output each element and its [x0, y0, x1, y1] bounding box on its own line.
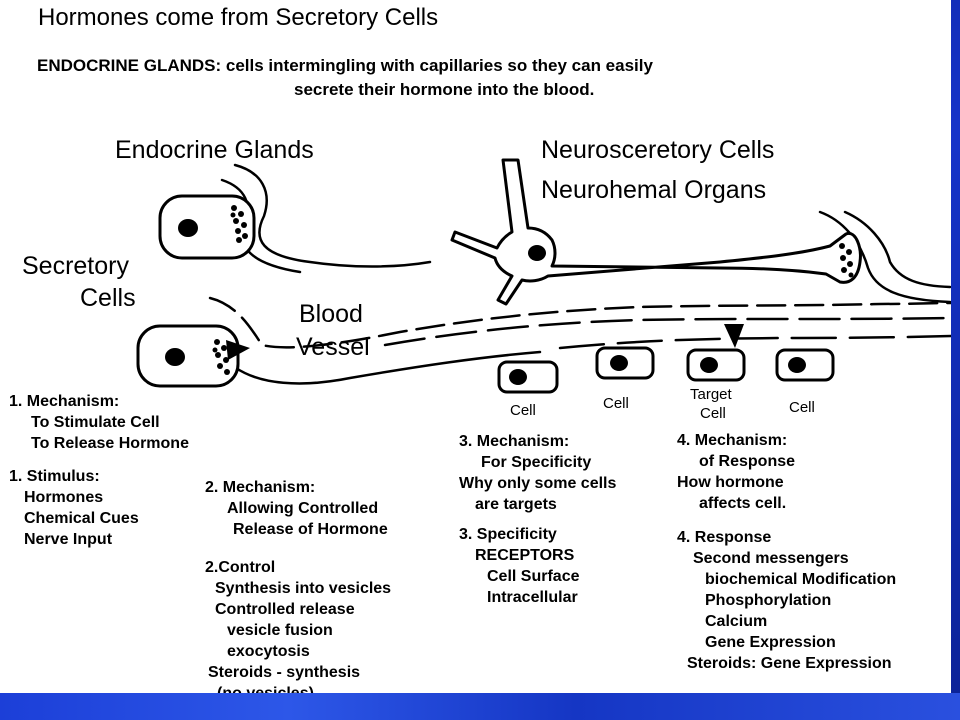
text-line: (no vesicles)	[205, 683, 391, 693]
text-line: 3. Specificity	[459, 526, 557, 543]
text-line: Calcium	[705, 613, 768, 630]
text-line: Phosphorylation	[705, 592, 832, 609]
text-line: affects cell.	[699, 495, 787, 512]
cell-1	[497, 360, 559, 394]
text-line: Why only some cells	[459, 475, 617, 492]
text-line: Nerve Input	[24, 531, 113, 548]
secretory-label: Secretory	[22, 252, 129, 280]
stimulus-1-block: 1. Stimulus: Hormones Chemical Cues Nerv…	[9, 466, 139, 550]
text-line: To Release Hormone	[31, 435, 189, 452]
cell-2	[595, 346, 655, 380]
cell-1-label: Cell	[510, 402, 536, 419]
slide-background-band	[0, 693, 960, 720]
mechanism-3-block: 3. Mechanism: For Specificity Why only s…	[459, 431, 616, 515]
secretion-arrow	[226, 340, 250, 360]
capillary-wall-outer	[233, 163, 432, 268]
control-2-block: 2.Control Synthesis into vesicles Contro…	[205, 557, 391, 693]
target-cell-label: Cell	[700, 405, 726, 422]
vessel-label: Vessel	[296, 333, 370, 361]
subtitle-line-2: secrete their hormone into the blood.	[294, 80, 595, 99]
text-line: RECEPTORS	[475, 547, 575, 564]
text-line: vesicle fusion	[227, 622, 333, 639]
text-line: Cell Surface	[487, 568, 580, 585]
text-line: 3. Mechanism:	[459, 433, 570, 450]
target-label: Target	[690, 386, 732, 403]
endocrine-gland-cell	[158, 194, 256, 260]
target-cell	[686, 348, 746, 382]
endocrine-glands-label: Endocrine Glands	[115, 136, 314, 164]
text-line: To Stimulate Cell	[31, 414, 160, 431]
cell-4	[775, 348, 835, 382]
text-line: Chemical Cues	[24, 510, 139, 527]
text-line: How hormone	[677, 474, 784, 491]
text-line: Hormones	[24, 489, 104, 506]
slide-title: Hormones come from Secretory Cells	[38, 4, 439, 31]
neurosecretory-cells-label: Neurosceretory Cells	[541, 136, 775, 164]
text-line: Intracellular	[487, 589, 578, 606]
neurohemal-organs-label: Neurohemal Organs	[541, 176, 767, 204]
text-line: Controlled release	[215, 601, 355, 618]
text-line: 2.Control	[205, 559, 276, 576]
blood-label: Blood	[299, 300, 363, 328]
cell-2-label: Cell	[603, 395, 629, 412]
blood-vessel-lower-wall	[234, 350, 542, 385]
blood-vessel-upper-wall-2	[383, 316, 951, 347]
blood-vessel-lower-wall-2	[558, 334, 951, 350]
mechanism-2-block: 2. Mechanism: Allowing Controlled Releas…	[205, 477, 388, 540]
hormone-diagram	[136, 158, 951, 394]
text-line: 1. Stimulus:	[9, 468, 100, 485]
text-line: Synthesis into vesicles	[215, 580, 392, 597]
text-line: For Specificity	[481, 454, 592, 471]
text-line: exocytosis	[227, 643, 310, 660]
text-line: 2. Mechanism:	[205, 479, 316, 496]
response-4-block: 4. Response Second messengers biochemica…	[677, 527, 896, 674]
cell-4-label: Cell	[789, 399, 815, 416]
text-line: Second messengers	[693, 550, 849, 567]
cells-label: Cells	[80, 284, 136, 312]
text-line: Steroids - synthesis	[208, 664, 361, 681]
subtitle-line-1: ENDOCRINE GLANDS: cells intermingling wi…	[37, 56, 653, 75]
text-line: biochemical Modification	[705, 571, 897, 588]
blood-vessel-upper-wall	[208, 296, 951, 349]
text-line: Release of Hormone	[233, 521, 388, 538]
neurohemal-wall-upper	[818, 210, 951, 304]
slide-canvas: Hormones come from Secretory Cells ENDOC…	[9, 4, 951, 693]
secretory-cell	[136, 324, 240, 388]
text-line: of Response	[699, 453, 796, 470]
neurosecretory-neuron	[450, 158, 862, 306]
specificity-3-block: 3. Specificity RECEPTORS Cell Surface In…	[459, 524, 579, 608]
text-line: 4. Mechanism:	[677, 432, 788, 449]
mechanism-1-block: 1. Mechanism: To Stimulate Cell To Relea…	[9, 391, 189, 454]
text-line: are targets	[475, 496, 557, 513]
text-line: Steroids: Gene Expression	[687, 655, 892, 672]
target-arrow	[724, 324, 744, 348]
text-line: Gene Expression	[705, 634, 836, 651]
mechanism-4-block: 4. Mechanism: of Response How hormone af…	[677, 430, 795, 514]
neurohemal-wall-lower	[843, 210, 951, 289]
text-line: 4. Response	[677, 529, 772, 546]
text-line: Allowing Controlled	[227, 500, 379, 517]
text-line: 1. Mechanism:	[9, 393, 120, 410]
